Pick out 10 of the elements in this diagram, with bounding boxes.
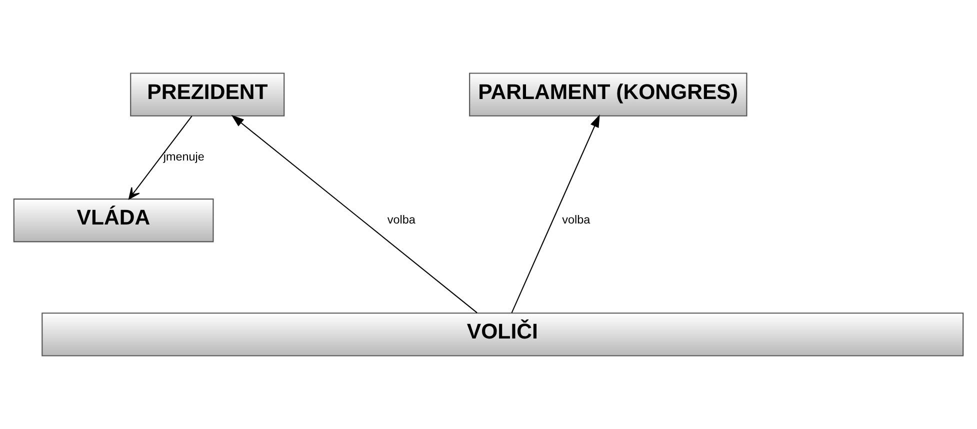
edge-label: volba [562,213,590,226]
node-box: PARLAMENT (KONGRES) [469,72,748,116]
node-box: PREZIDENT [130,72,285,116]
arrow [231,114,478,314]
arrow [511,114,600,314]
edge-label: jmenuje [163,150,204,164]
node-box: VOLIČI [42,312,964,356]
edge-label: volba [387,213,416,226]
node-box: VLÁDA [13,198,214,242]
arrow [128,116,192,200]
